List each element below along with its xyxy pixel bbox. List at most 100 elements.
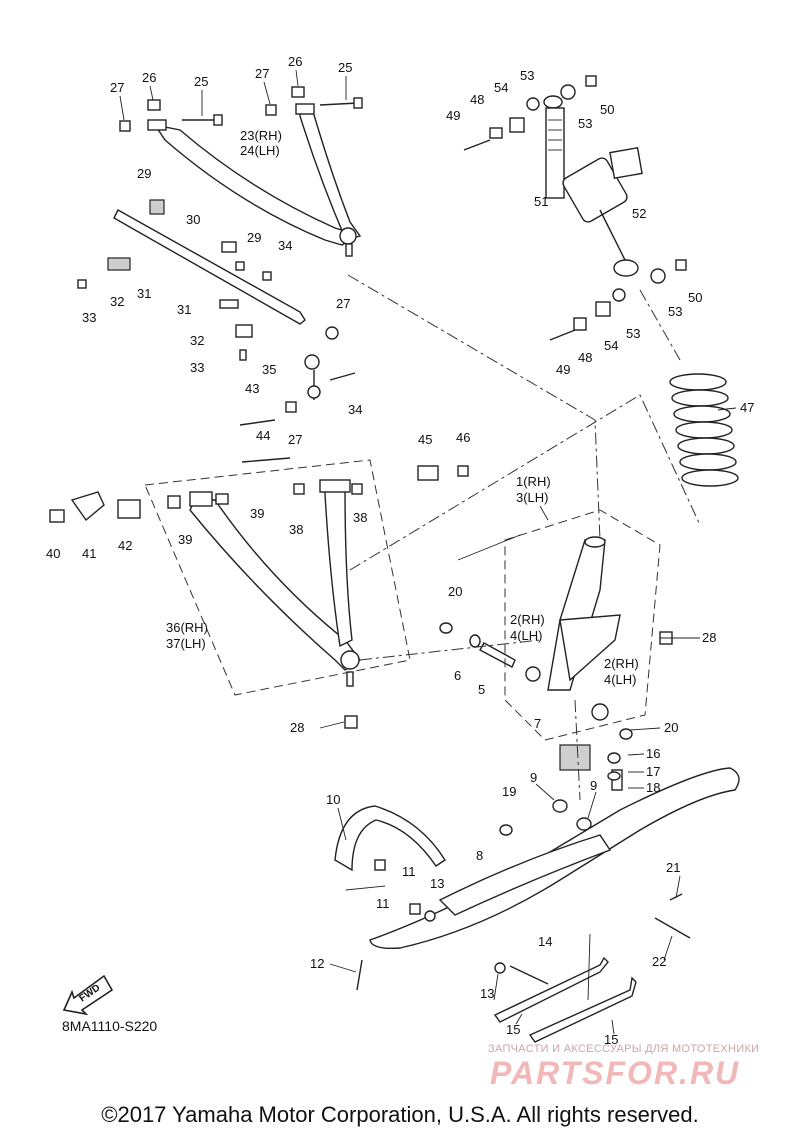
callout-38: 38 (353, 510, 367, 525)
callout-53: 53 (578, 116, 592, 131)
callout-50: 50 (688, 290, 702, 305)
callout-17: 17 (646, 764, 660, 779)
callout-26: 26 (288, 54, 302, 69)
callout-4: 4(LH) (604, 672, 637, 687)
watermark-logo: PARTSFOR.RU (490, 1056, 740, 1090)
callout-11: 11 (376, 896, 390, 911)
watermark-tagline: ЗАПЧАСТИ И АКСЕССУАРЫ ДЛЯ МОТОТЕХНИКИ (488, 1043, 760, 1055)
fwd-arrow-icon: FWD (62, 974, 114, 1016)
callout-28: 28 (290, 720, 304, 735)
callout-27: 27 (336, 296, 350, 311)
watermark-logo-text: PARTSFOR.RU (490, 1056, 740, 1090)
copyright-notice: ©2017 Yamaha Motor Corporation, U.S.A. A… (101, 1102, 699, 1127)
callout-31: 31 (137, 286, 151, 301)
shock-hardware (463, 75, 687, 341)
callout-29: 29 (137, 166, 151, 181)
callout-3: 3(LH) (516, 490, 549, 505)
stabilizer-bar (77, 199, 339, 361)
callout-18: 18 (646, 780, 660, 795)
callout-19: 19 (502, 784, 516, 799)
callout-8: 8 (476, 848, 483, 863)
callout-43: 43 (245, 381, 259, 396)
callout-10: 10 (326, 792, 340, 807)
callout-15: 15 (506, 1022, 520, 1037)
callout-34: 34 (348, 402, 362, 417)
callout-27: 27 (255, 66, 269, 81)
callout-54: 54 (604, 338, 618, 353)
callout-6: 6 (454, 668, 461, 683)
callout-40: 40 (46, 546, 60, 561)
ski-handle (334, 805, 446, 872)
ski (369, 744, 740, 950)
callout-46: 46 (456, 430, 470, 445)
callout-33: 33 (190, 360, 204, 375)
callout-32: 32 (190, 333, 204, 348)
diagram-code: 8MA1110-S220 (62, 1018, 157, 1034)
callout-34: 34 (278, 238, 292, 253)
callout-52: 52 (632, 206, 646, 221)
callout-12: 12 (310, 956, 324, 971)
callout-13: 13 (430, 876, 444, 891)
callout-30: 30 (186, 212, 200, 227)
callout-29: 29 (247, 230, 261, 245)
callout-13: 13 (480, 986, 494, 1001)
callout-23: 23(RH) (240, 128, 282, 143)
callout-2: 2(RH) (604, 656, 639, 671)
spindle (525, 536, 621, 721)
callout-9: 9 (590, 778, 597, 793)
lower-a-arm (189, 479, 362, 687)
callout-1: 1(RH) (516, 474, 551, 489)
callout-53: 53 (520, 68, 534, 83)
link-rod (285, 354, 356, 413)
callout-16: 16 (646, 746, 660, 761)
callout-24: 24(LH) (240, 143, 280, 158)
callout-37: 37(LH) (166, 636, 206, 651)
callout-35: 35 (262, 362, 276, 377)
callout-44: 44 (256, 428, 270, 443)
leader-lines (119, 69, 737, 1035)
callout-7: 7 (534, 716, 541, 731)
callout-22: 22 (652, 954, 666, 969)
callout-48: 48 (578, 350, 592, 365)
callout-2: 2(RH) (510, 612, 545, 627)
group-outlines (144, 274, 701, 801)
callout-54: 54 (494, 80, 508, 95)
callout-48: 48 (470, 92, 484, 107)
callout-20: 20 (448, 584, 462, 599)
callout-33: 33 (82, 310, 96, 325)
callout-45: 45 (418, 432, 432, 447)
callout-41: 41 (82, 546, 96, 561)
callout-36: 36(RH) (166, 620, 208, 635)
callout-27: 27 (110, 80, 124, 95)
ski-hardware (356, 859, 691, 1043)
callout-25: 25 (338, 60, 352, 75)
callout-50: 50 (600, 102, 614, 117)
callout-5: 5 (478, 682, 485, 697)
callout-26: 26 (142, 70, 156, 85)
callout-27: 27 (288, 432, 302, 447)
callouts: 27 26 25 27 26 25 23(RH) 24(LH) 29 30 29… (46, 54, 754, 1047)
lower-arm-hardware (49, 419, 469, 523)
callout-15: 15 (604, 1032, 618, 1047)
callout-53: 53 (626, 326, 640, 341)
callout-4: 4(LH) (510, 628, 543, 643)
callout-38: 38 (289, 522, 303, 537)
callout-32: 32 (110, 294, 124, 309)
callout-49: 49 (446, 108, 460, 123)
coil-spring (669, 373, 739, 487)
callout-51: 51 (534, 194, 548, 209)
callout-9: 9 (530, 770, 537, 785)
callout-25: 25 (194, 74, 208, 89)
shock-absorber (543, 95, 643, 277)
callout-20: 20 (664, 720, 678, 735)
callout-49: 49 (556, 362, 570, 377)
upper-arm-hardware (119, 86, 363, 132)
callout-39: 39 (178, 532, 192, 547)
callout-14: 14 (538, 934, 552, 949)
upper-a-arm (147, 103, 362, 257)
callout-42: 42 (118, 538, 132, 553)
callout-53: 53 (668, 304, 682, 319)
callout-11: 11 (402, 864, 416, 879)
callout-39: 39 (250, 506, 264, 521)
